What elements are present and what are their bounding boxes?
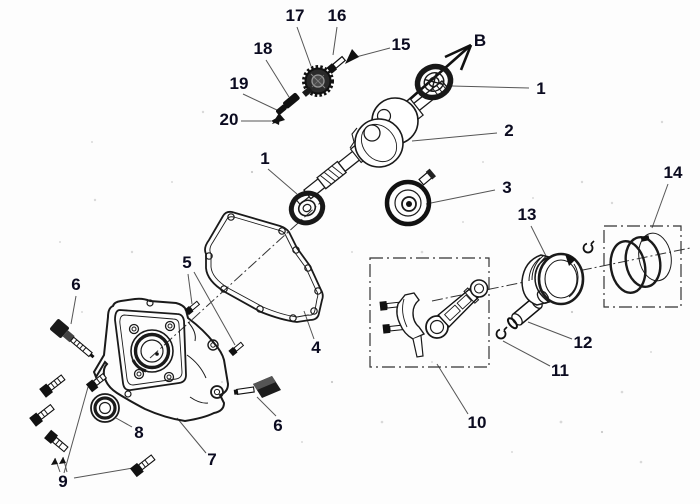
label-1-right: 1 [536,79,546,98]
label-7: 7 [207,450,217,469]
label-15: 15 [391,35,411,54]
dowel-pins-5 [184,300,245,357]
key-15 [345,49,359,64]
label-3: 3 [502,178,512,197]
label-6-top: 6 [71,275,81,294]
oil-sensor-6-top [50,319,95,359]
label-14: 14 [663,163,683,182]
piston-rings [609,232,672,294]
label-4: 4 [311,338,321,357]
label-19: 19 [229,74,249,93]
detail-box-10 [369,257,490,368]
oil-seal-crank [288,190,326,226]
label-17: 17 [285,6,305,25]
label-18: 18 [253,39,273,58]
label-12: 12 [573,333,593,352]
label-10: 10 [467,413,487,432]
connecting-rod-assembly [379,279,489,358]
plug-6-bottom [233,376,281,398]
detail-box-14 [603,225,682,308]
cover-bolts-9 [29,372,156,478]
label-20: 20 [219,110,239,129]
label-5: 5 [182,253,192,272]
woodruff-keys [272,92,300,124]
piston-pin-clips [495,240,595,340]
crankcase-gasket [204,210,324,323]
label-1-left: 1 [260,149,270,168]
piston [521,252,585,306]
label-16: 16 [327,6,347,25]
crankcase-cover [92,297,230,423]
label-9: 9 [58,472,68,491]
label-2: 2 [504,121,514,140]
timing-gear [302,65,334,97]
label-8: 8 [134,423,144,442]
cam-pulley [384,168,437,227]
label-11: 11 [551,361,569,380]
leader-lines [51,26,669,479]
scan-noise [59,110,664,464]
label-view-b: B [473,31,487,50]
label-13: 13 [517,205,537,224]
bolt-16 [326,55,347,74]
centerline-crank-axis [149,202,321,359]
ball-bearing [414,63,454,101]
oil-seal-8 [90,393,120,423]
label-6-bottom: 6 [273,416,283,435]
